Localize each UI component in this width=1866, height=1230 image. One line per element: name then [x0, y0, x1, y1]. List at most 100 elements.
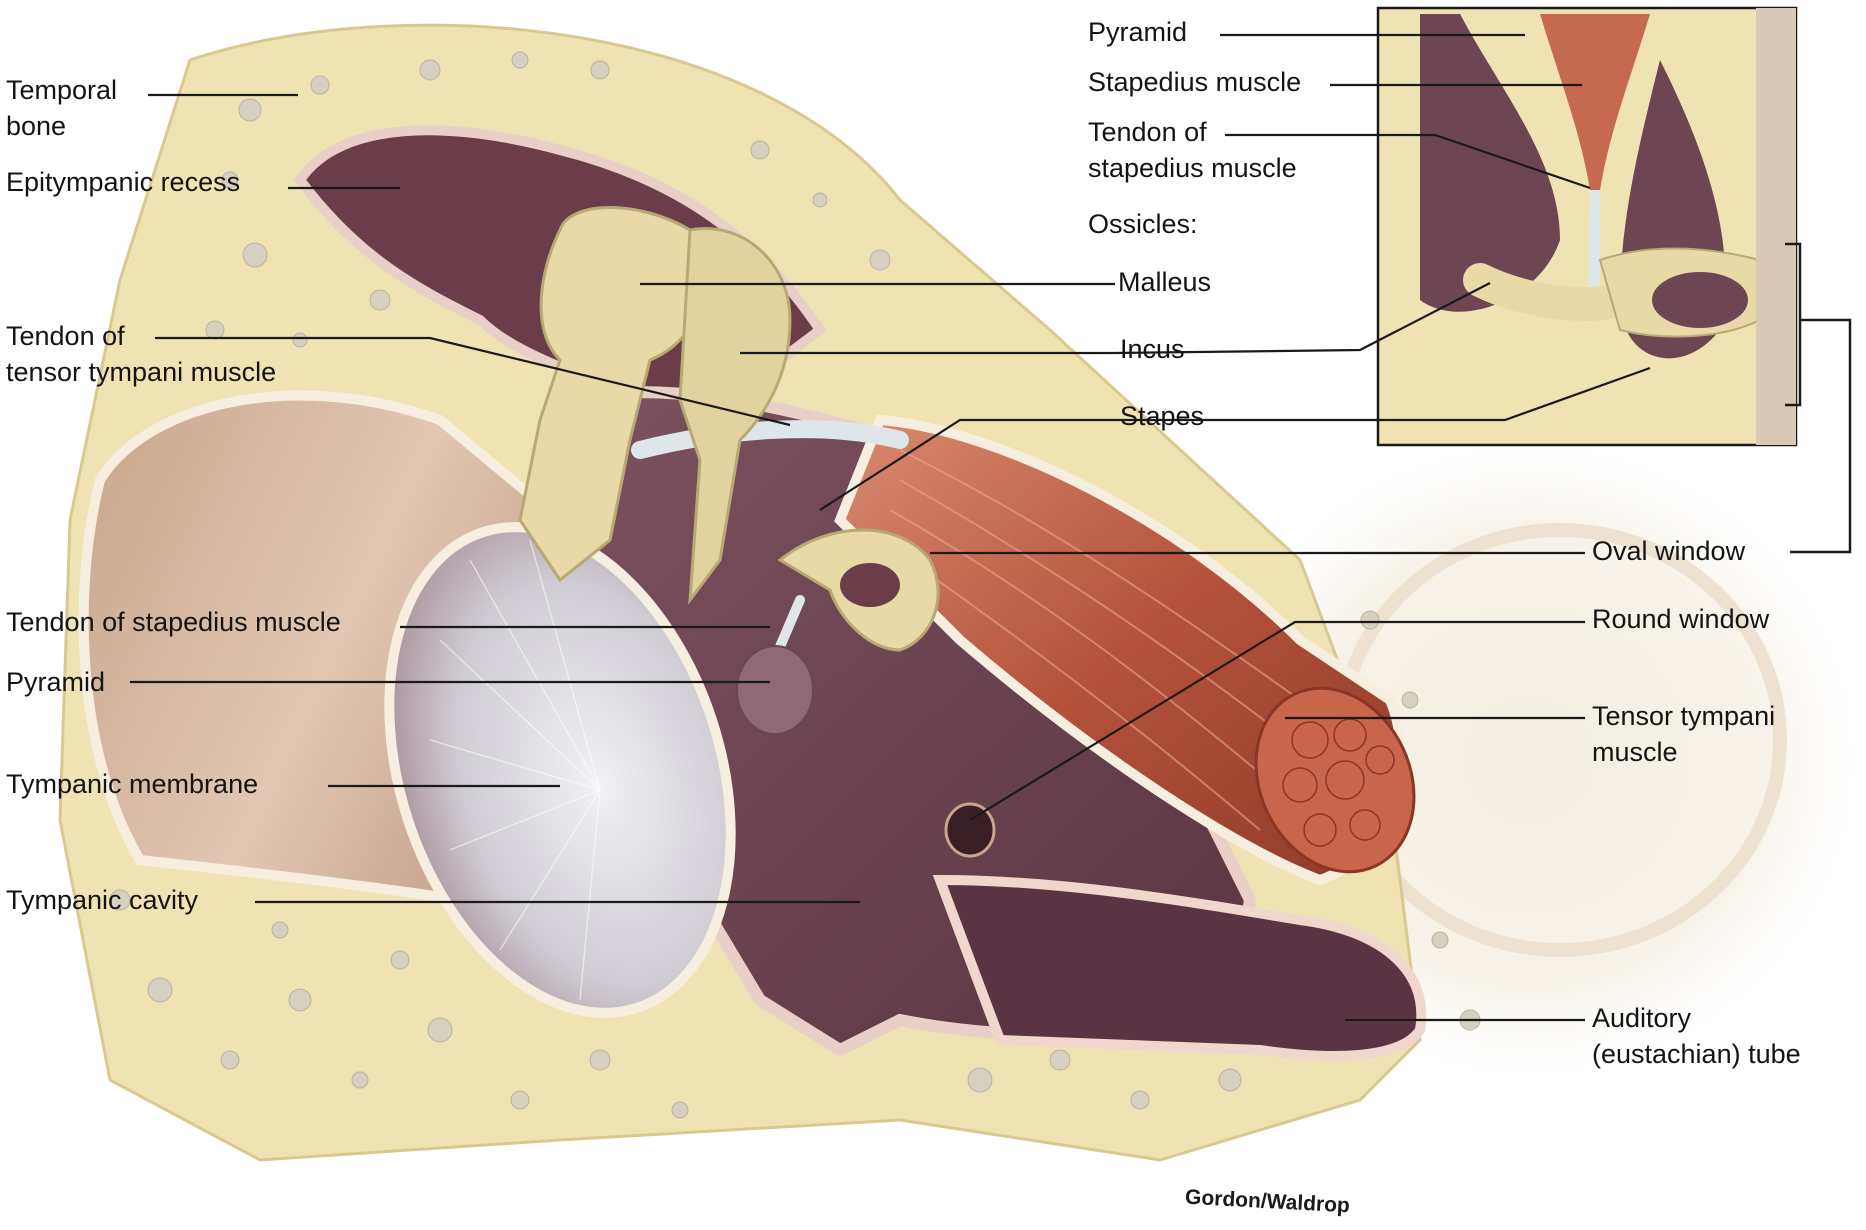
membrane-fibres-part	[449, 789, 601, 851]
membrane-fibres-part	[439, 639, 601, 791]
label-tendon-tensor-tympani: Tendon of tensor tympani muscle	[6, 318, 276, 390]
label-tendon-tensor-line1: Tendon of	[6, 321, 125, 351]
muscle-bundles-part	[1282, 767, 1318, 803]
muscle-bundles-part	[1291, 721, 1329, 759]
muscle-striations-part	[899, 449, 1301, 701]
bone-pores-part	[1218, 1068, 1242, 1092]
muscle-bundles-part	[1325, 760, 1365, 800]
label-tensor-tympani-muscle: Tensor tympani muscle	[1592, 698, 1775, 770]
bone-pores-part	[750, 140, 770, 160]
tensor-muscle-cross-section	[1254, 686, 1416, 874]
label-tendon-stapedius: Tendon of stapedius muscle	[6, 607, 341, 637]
inset-label-ossicles-heading: Ossicles:	[1088, 209, 1198, 239]
membrane-fibres-part	[469, 559, 601, 791]
leader-lines	[130, 33, 1651, 1022]
bone-pores-part	[1431, 931, 1449, 949]
leader-lines-part	[155, 336, 791, 427]
label-auditory-tube-line2: (eustachian) tube	[1592, 1039, 1801, 1069]
muscle-striations-part	[899, 479, 1291, 741]
inset-label-tendon-stapedius-line2: stapedius muscle	[1088, 153, 1297, 183]
label-temporal-bone-line2: bone	[6, 111, 67, 141]
inset-panel-part	[1420, 14, 1560, 312]
bone-pores-part	[1130, 1090, 1150, 1110]
inset-panel-part	[1652, 272, 1748, 328]
auditory-tube-shape	[932, 874, 1427, 1061]
label-tympanic-cavity: Tympanic cavity	[6, 885, 199, 915]
membrane-fibres-part	[499, 789, 601, 951]
label-tensor-tympani-line2: muscle	[1592, 737, 1678, 767]
bone-pores-part	[288, 988, 312, 1012]
pyramid-shape	[736, 645, 814, 735]
bone-pores-part	[109, 889, 131, 911]
round-window-shape	[944, 802, 996, 858]
bone-pores-part	[427, 1017, 453, 1043]
tensor-tendon-shape	[631, 420, 909, 459]
muscle-bundles-part	[1349, 809, 1381, 841]
label-epitympanic-recess: Epitympanic recess	[6, 167, 241, 197]
leader-lines-part	[969, 620, 1585, 821]
membrane-fibres-part	[429, 739, 601, 791]
label-incus: Incus	[1120, 334, 1185, 364]
label-pyramid: Pyramid	[6, 667, 106, 697]
bone-pores-part	[310, 75, 330, 95]
stapes-foramen	[840, 563, 900, 607]
inset-panel-part	[1463, 263, 1637, 321]
bone-pores-part	[390, 950, 410, 970]
bone-pores-part	[220, 1050, 240, 1070]
bone-pores-part	[671, 1101, 689, 1119]
bone-pores-part	[238, 98, 262, 122]
bone-pores-part	[589, 1049, 611, 1071]
inset-label-stapedius-muscle: Stapedius muscle	[1088, 67, 1302, 97]
membrane-fibres-part	[529, 539, 601, 791]
tympanic-membrane-shape	[384, 522, 736, 1018]
bone-pores-part	[351, 1071, 369, 1089]
label-round-window: Round window	[1592, 604, 1770, 634]
muscle-striations-part	[889, 509, 1281, 791]
membrane-fibres	[429, 539, 601, 1001]
muscle-bundles	[1282, 718, 1395, 847]
bone-pores-part	[242, 242, 268, 268]
label-tensor-tympani-line1: Tensor tympani	[1592, 701, 1776, 731]
muscle-bundles-part	[1303, 813, 1337, 847]
leader-lines-part	[1225, 133, 1591, 190]
bone-pores-part	[1401, 691, 1419, 709]
label-temporal-bone-line1: Temporal	[6, 75, 118, 105]
incus-shape	[678, 227, 792, 605]
bone-pores-part	[510, 1090, 530, 1110]
bone-pores-part	[511, 51, 529, 69]
label-stapes: Stapes	[1120, 401, 1205, 431]
bone-pores-part	[869, 249, 891, 271]
label-temporal-bone: Temporal bone	[6, 72, 117, 144]
label-auditory-tube-line1: Auditory	[1592, 1003, 1692, 1033]
leader-lines-part	[819, 366, 1651, 511]
inset-panel-part	[1588, 190, 1600, 310]
label-oval-window: Oval window	[1592, 536, 1746, 566]
inset-label-tendon-stapedius-line1: Tendon of	[1088, 117, 1207, 147]
bone-pores-part	[1360, 610, 1380, 630]
bone-pores-part	[812, 192, 828, 208]
label-auditory-tube: Auditory (eustachian) tube	[1592, 1000, 1801, 1072]
bone-pores-part	[292, 332, 308, 348]
inset-panel-part	[1540, 14, 1650, 190]
bone-pores	[109, 51, 1481, 1119]
bone-pores-part	[221, 171, 239, 189]
inset-panel	[1376, 6, 1798, 447]
inset-panel-part	[1756, 8, 1796, 445]
leader-lines-part	[740, 282, 1491, 355]
bone-pores-part	[369, 289, 391, 311]
label-tendon-tensor-line2: tensor tympani muscle	[6, 357, 277, 387]
bone-pores-part	[1049, 1049, 1071, 1071]
bone-pores-part	[271, 921, 289, 939]
bone-pores-part	[419, 59, 441, 81]
bone-pores-part	[590, 60, 610, 80]
inset-label-pyramid: Pyramid	[1088, 17, 1188, 47]
inset-label-tendon-stapedius: Tendon of stapedius muscle	[1088, 114, 1297, 186]
inset-ossicle-bracket	[1785, 242, 1852, 554]
membrane-fibres-part	[579, 789, 601, 1001]
muscle-bundles-part	[1365, 745, 1395, 775]
label-tympanic-membrane: Tympanic membrane	[6, 769, 259, 799]
label-malleus: Malleus	[1118, 267, 1212, 297]
bone-pores-part	[967, 1067, 993, 1093]
